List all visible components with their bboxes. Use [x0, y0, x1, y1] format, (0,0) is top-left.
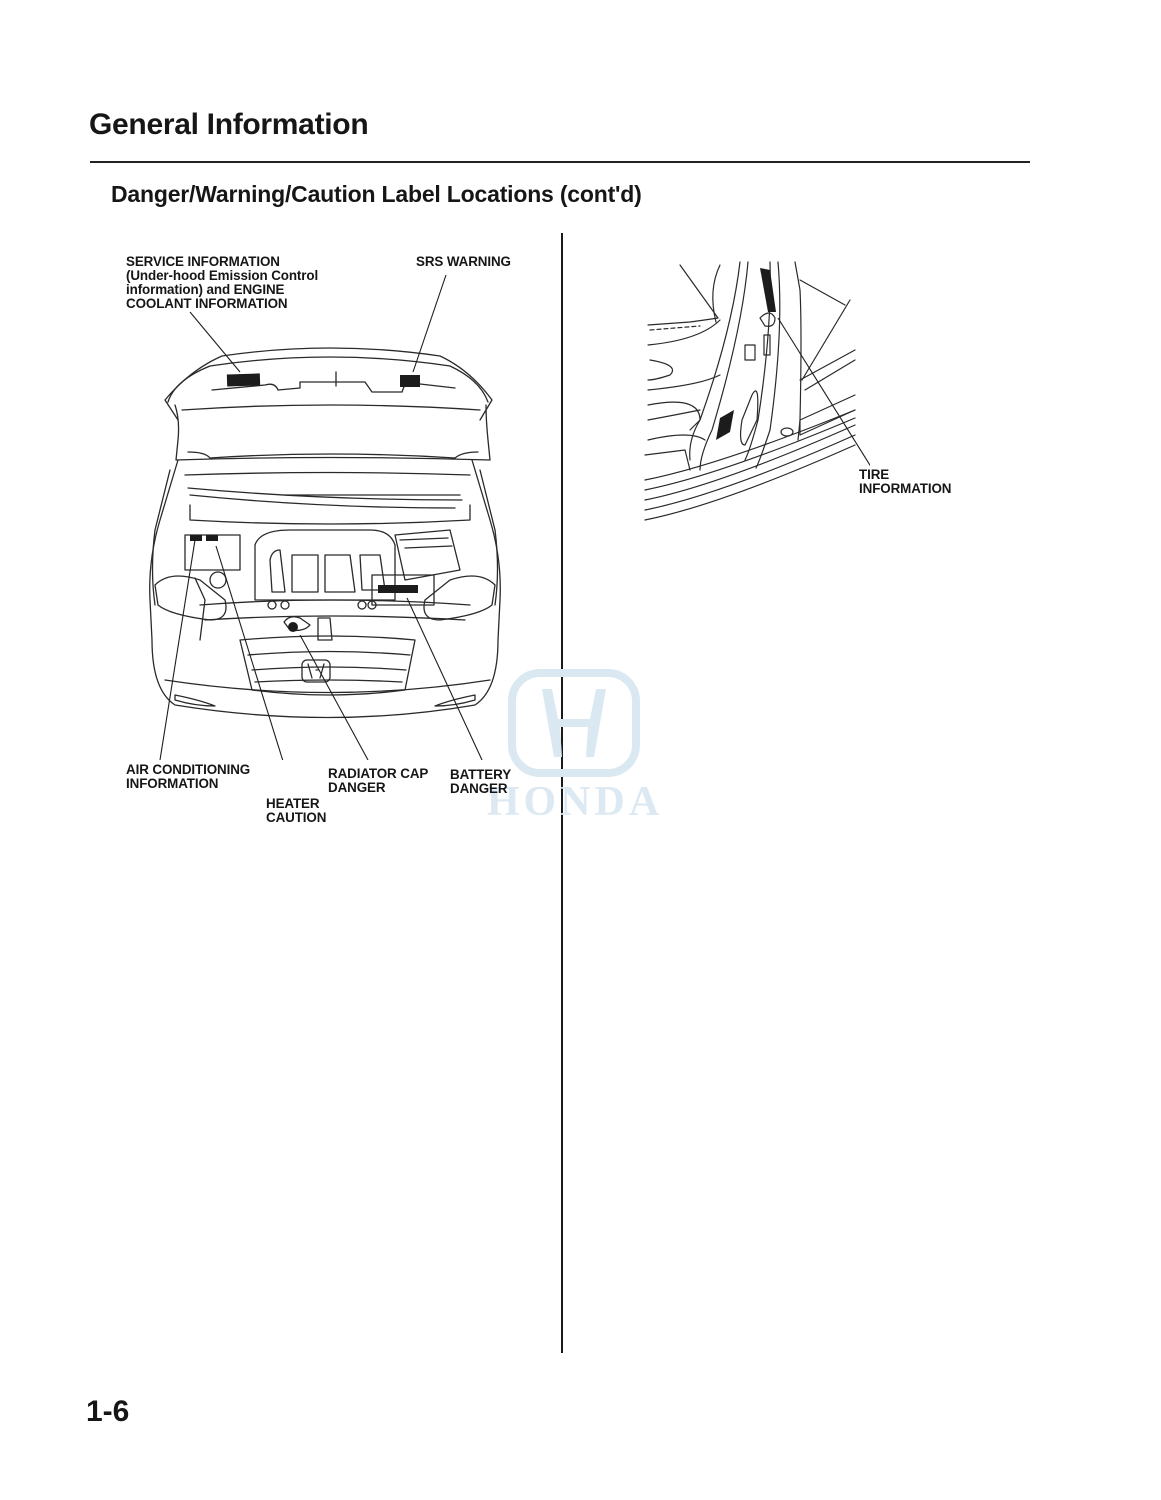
honda-watermark-icon: HONDA — [487, 669, 663, 825]
label-patches — [716, 268, 776, 440]
column-divider — [561, 233, 563, 1353]
engine-compartment-illustration — [149, 274, 501, 760]
page-number: 1-6 — [86, 1395, 130, 1428]
page-title: General Information — [89, 108, 369, 141]
callout-radiator-cap-danger: RADIATOR CAP DANGER — [328, 766, 429, 795]
callout-service-information: SERVICE INFORMATION (Under-hood Emission… — [126, 254, 319, 311]
callout-heater-caution: HEATER CAUTION — [266, 796, 327, 825]
section-title: Danger/Warning/Caution Label Locations (… — [111, 181, 642, 207]
label-patches — [190, 373, 420, 632]
callout-tire-information: TIRE INFORMATION — [859, 467, 952, 496]
callout-air-conditioning-information: AIR CONDITIONING INFORMATION — [126, 762, 251, 791]
callout-srs-warning: SRS WARNING — [416, 254, 511, 269]
svg-text:HONDA: HONDA — [487, 779, 663, 825]
callout-battery-danger: BATTERY DANGER — [450, 767, 512, 796]
title-divider — [90, 161, 1030, 163]
door-jamb-illustration — [644, 261, 870, 521]
